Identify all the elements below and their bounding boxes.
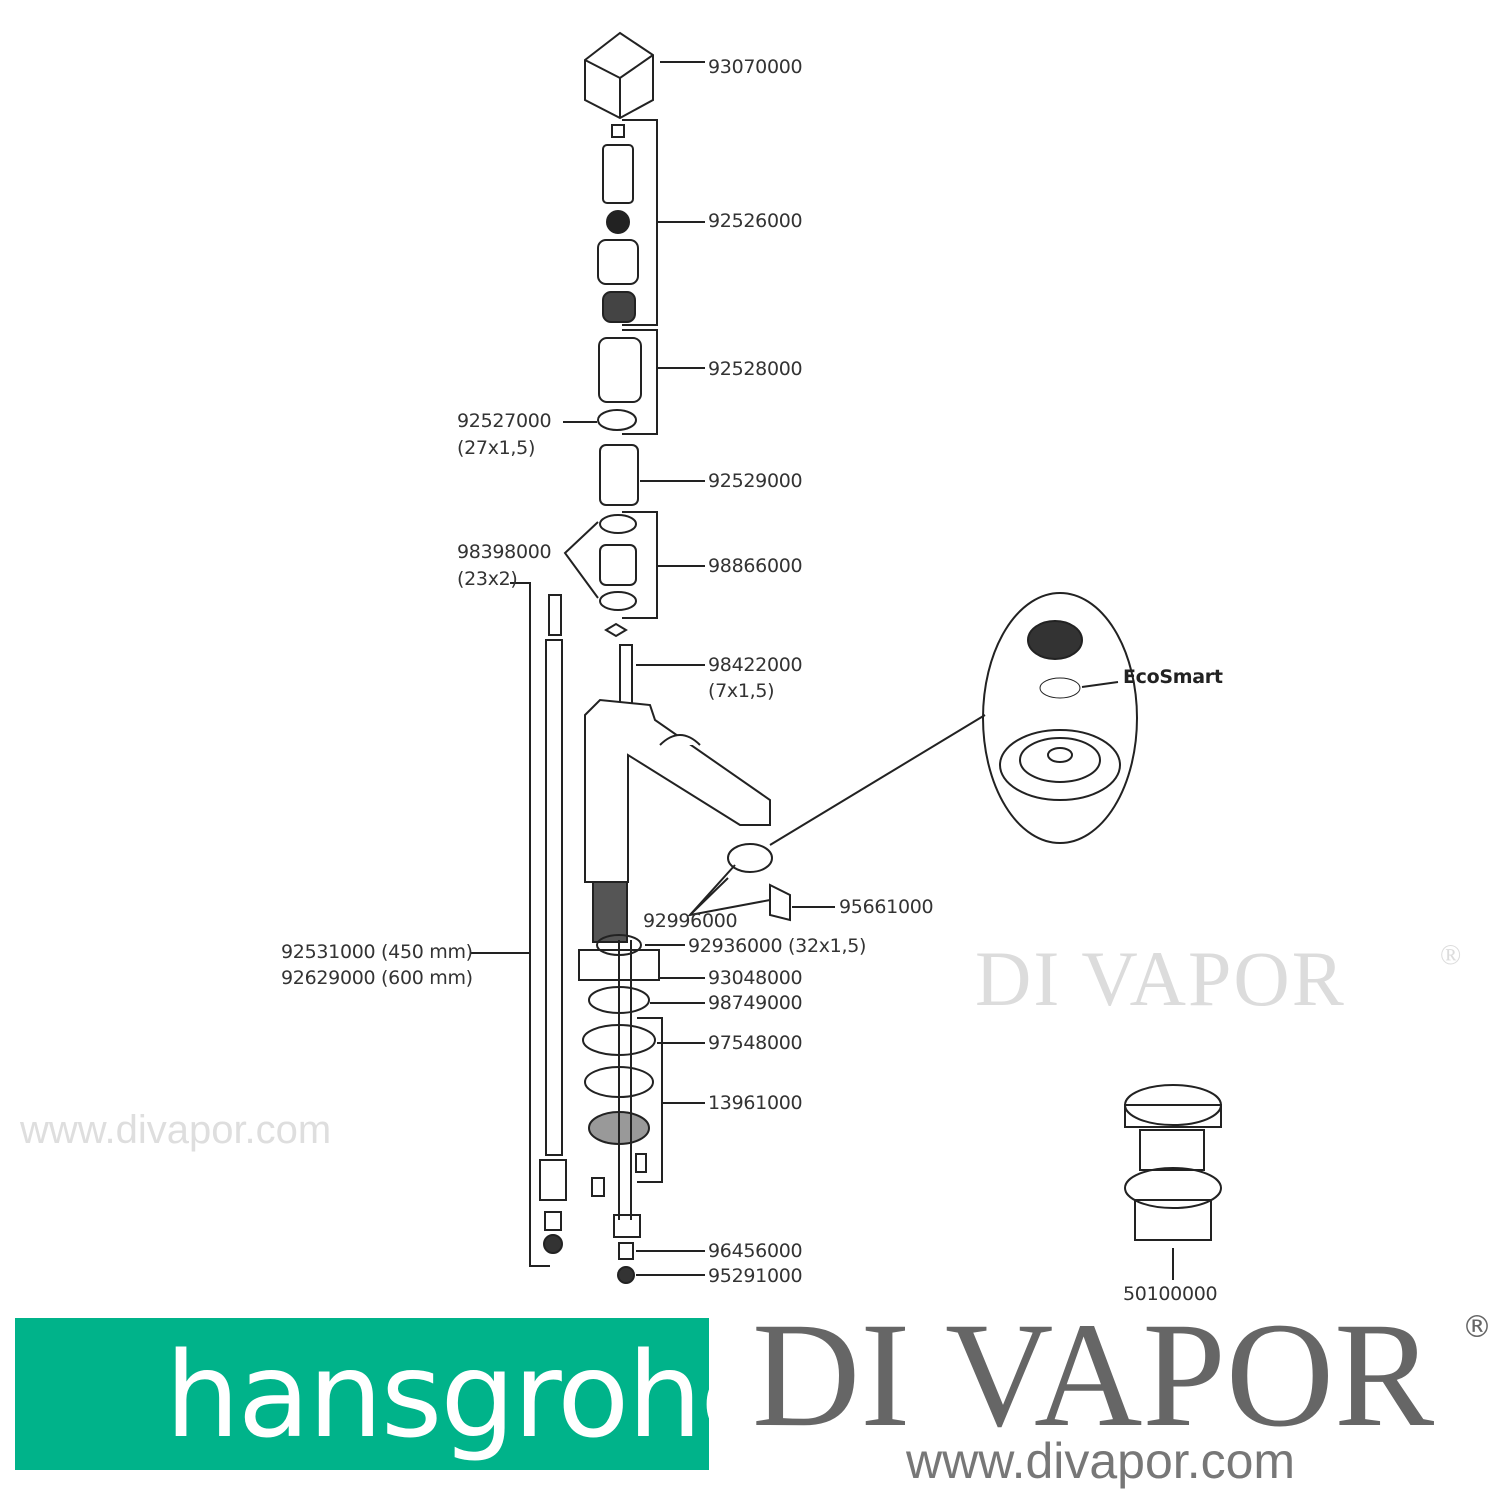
watermark-registered: ® bbox=[1440, 940, 1462, 971]
part-label-92529000: 92529000 bbox=[708, 470, 803, 492]
part-label-98398000: 98398000 bbox=[457, 541, 552, 563]
part-size-98398000: (23x2) bbox=[457, 568, 518, 590]
part-label-93048000: 93048000 bbox=[708, 967, 803, 989]
part-label-98422000: 98422000 bbox=[708, 654, 803, 676]
part-label-98749000: 98749000 bbox=[708, 992, 803, 1014]
part-label-92629000: 92629000 (600 mm) bbox=[281, 967, 473, 989]
part-label-92936000: 92936000 (32x1,5) bbox=[688, 935, 867, 957]
part-label-95291000: 95291000 bbox=[708, 1265, 803, 1287]
part-size-92527000: (27x1,5) bbox=[457, 437, 536, 459]
part-label-92527000: 92527000 bbox=[457, 410, 552, 432]
hansgrohe-logo: hansgrohe bbox=[15, 1318, 773, 1470]
part-label-95661000: 95661000 bbox=[839, 896, 934, 918]
part-label-96456000: 96456000 bbox=[708, 1240, 803, 1262]
part-label-13961000: 13961000 bbox=[708, 1092, 803, 1114]
watermark-brand: DI VAPOR bbox=[975, 935, 1346, 1022]
part-label-92526000: 92526000 bbox=[708, 210, 803, 232]
part-label-50100000: 50100000 bbox=[1123, 1283, 1218, 1305]
divapor-url: www.divapor.com bbox=[906, 1433, 1296, 1489]
part-label-97548000: 97548000 bbox=[708, 1032, 803, 1054]
faucet-body-drawing bbox=[584, 698, 771, 883]
handle-cap-drawing bbox=[584, 31, 654, 120]
flex-hose-drawing bbox=[470, 582, 567, 1267]
watermark-url: www.divapor.com bbox=[20, 1108, 332, 1152]
hansgrohe-logo-text: hansgrohe bbox=[165, 1326, 773, 1464]
part-label-93070000: 93070000 bbox=[708, 56, 803, 78]
part-label-92531000: 92531000 (450 mm) bbox=[281, 941, 473, 963]
aerator-detail-drawing bbox=[982, 592, 1138, 844]
ecosmart-label: EcoSmart bbox=[1123, 666, 1223, 688]
waste-valve-drawing bbox=[1124, 1084, 1222, 1280]
divapor-registered-mark: ® bbox=[1462, 1310, 1492, 1345]
part-label-92996000: 92996000 bbox=[643, 910, 738, 932]
divapor-logo: DI VAPOR bbox=[752, 1292, 1435, 1458]
part-size-98422000: (7x1,5) bbox=[708, 680, 775, 702]
part-label-98866000: 98866000 bbox=[708, 555, 803, 577]
part-label-92528000: 92528000 bbox=[708, 358, 803, 380]
